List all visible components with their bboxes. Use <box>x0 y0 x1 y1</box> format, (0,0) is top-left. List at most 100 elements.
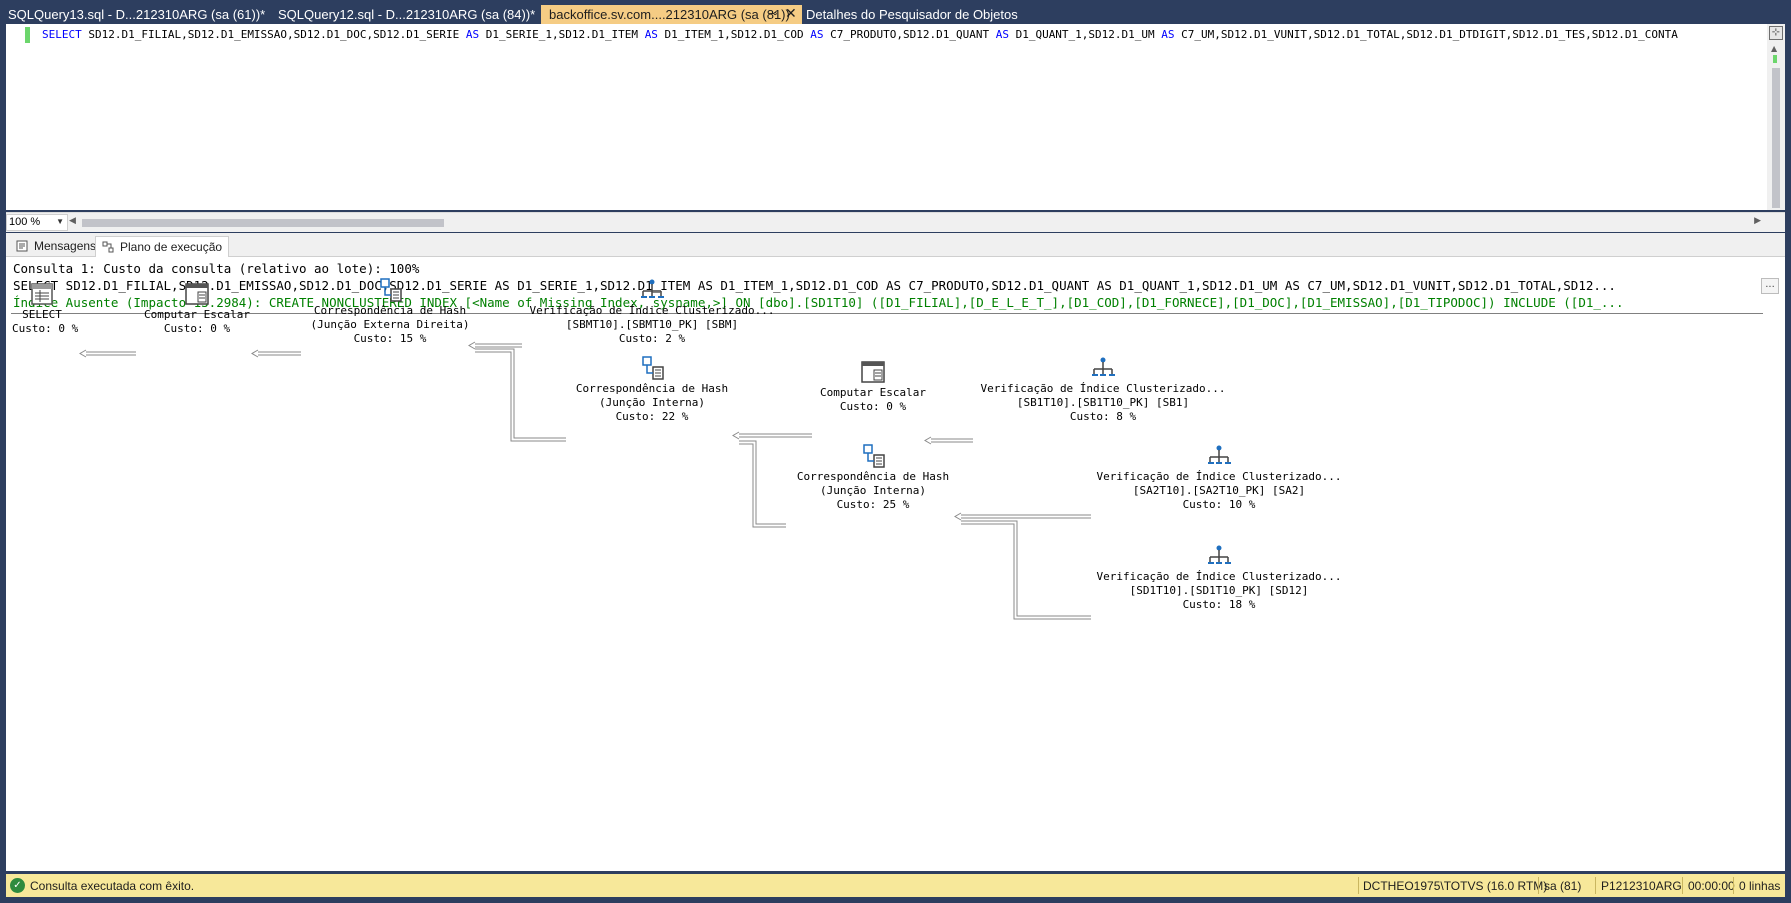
plan-node-index-scan-sd1[interactable]: Verificação de Índice Clusterizado... [S… <box>1089 543 1349 612</box>
chevron-down-icon: ▼ <box>56 217 64 226</box>
query-cost-header: Consulta 1: Custo da consulta (relativo … <box>13 261 420 276</box>
plan-node-compute-scalar-1[interactable]: Computar Escalar Custo: 0 % <box>136 281 258 336</box>
sql-text: D1_QUANT_1,SD12.D1_UM <box>1008 28 1162 41</box>
missing-index-hint[interactable]: Índice Ausente (Impacto 13.2984): CREATE… <box>13 295 1624 310</box>
plan-node-hash-match-inner-2[interactable]: Correspondência de Hash (Junção Interna)… <box>785 443 961 512</box>
clustered-index-scan-icon <box>1092 357 1115 376</box>
node-cost: Custo: 2 % <box>618 332 686 345</box>
node-cost: Custo: 22 % <box>615 410 689 423</box>
sql-keyword: SELECT <box>42 28 82 41</box>
compute-scalar-icon <box>861 361 885 383</box>
node-subtitle: [SD1T10].[SD1T10_PK] [SD12] <box>1129 584 1309 597</box>
query-editor[interactable]: SELECT SD12.D1_FILIAL,SD12.D1_EMISSAO,SD… <box>6 24 1785 210</box>
node-cost: Custo: 0 % <box>163 322 231 335</box>
compute-scalar-icon <box>185 283 209 305</box>
node-cost: Custo: 10 % <box>1182 498 1256 511</box>
status-separator <box>1358 877 1359 894</box>
plan-node-index-scan-sb1[interactable]: Verificação de Índice Clusterizado... [S… <box>973 355 1233 424</box>
tab-label: SQLQuery13.sql - D...212310ARG (sa (61))… <box>8 7 266 22</box>
node-cost: Custo: 8 % <box>1069 410 1137 423</box>
sql-text: SD12.D1_FILIAL,SD12.D1_EMISSAO,SD12.D1_D… <box>81 28 466 41</box>
node-subtitle: (Junção Externa Direita) <box>310 318 470 331</box>
scroll-up-icon[interactable]: ▲ <box>1771 44 1778 53</box>
tab-backoffice-active[interactable]: backoffice.sv.com....212310ARG (sa (81))… <box>541 5 802 24</box>
status-separator <box>1682 877 1683 894</box>
node-cost: Custo: 15 % <box>353 332 427 345</box>
status-elapsed: 00:00:00 <box>1688 879 1735 893</box>
sql-keyword: AS <box>644 28 658 41</box>
sql-text-line[interactable]: SELECT SD12.D1_FILIAL,SD12.D1_EMISSAO,SD… <box>42 28 1774 41</box>
node-title: Verificação de Índice Clusterizado... <box>980 382 1226 395</box>
node-cost: Custo: 0 % <box>12 322 79 335</box>
plan-arrows <box>79 341 1091 620</box>
status-rows: 0 linhas <box>1739 879 1781 893</box>
document-tab-strip: SQLQuery13.sql - D...212310ARG (sa (61))… <box>0 0 1791 24</box>
node-title: Computar Escalar <box>144 308 250 321</box>
hash-match-icon <box>863 444 885 468</box>
tab-label: backoffice.sv.com....212310ARG (sa (81)) <box>549 7 790 22</box>
pin-icon[interactable]: ⊸ <box>768 8 778 20</box>
change-indicator <box>1773 55 1777 63</box>
messages-icon <box>16 240 28 252</box>
expand-sql-button[interactable]: ... <box>1761 278 1779 294</box>
plan-node-select[interactable]: SELECT Custo: 0 % <box>12 281 79 336</box>
sql-text: D1_ITEM_1,SD12.D1_COD <box>657 28 811 41</box>
editor-horizontal-scroll-row: 100 % ▼ ◀ ▶ <box>6 212 1785 232</box>
node-title: Correspondência de Hash <box>796 470 950 483</box>
hash-match-icon <box>380 278 402 302</box>
node-cost: Custo: 0 % <box>839 400 907 413</box>
select-icon <box>31 283 53 305</box>
tab-messages[interactable]: Mensagens <box>10 236 102 257</box>
tab-label: Detalhes do Pesquisador de Objetos <box>806 7 1018 22</box>
scroll-thumb[interactable] <box>1772 68 1780 208</box>
tab-sqlquery13[interactable]: SQLQuery13.sql - D...212310ARG (sa (61))… <box>0 5 270 24</box>
editor-vertical-scrollbar[interactable]: ⊹ ▲ <box>1767 24 1785 210</box>
status-separator <box>1538 877 1539 894</box>
plan-node-hash-match-right-outer[interactable]: Correspondência de Hash (Junção Externa … <box>302 277 478 346</box>
node-subtitle: (Junção Interna) <box>820 484 926 497</box>
tab-sqlquery12[interactable]: SQLQuery12.sql - D...212310ARG (sa (84))… <box>270 5 541 24</box>
status-database: P1212310ARG <box>1601 879 1682 893</box>
sql-text: C7_UM,SD12.D1_VUNIT,SD12.D1_TOTAL,SD12.D… <box>1174 28 1678 41</box>
change-marker <box>25 27 30 43</box>
sql-keyword: AS <box>810 28 824 41</box>
query-sql-text: SELECT SD12.D1_FILIAL,SD12.D1_EMISSAO,SD… <box>13 278 1616 293</box>
split-icon[interactable]: ⊹ <box>1769 26 1783 40</box>
tab-execution-plan[interactable]: Plano de execução <box>95 236 230 257</box>
status-user: sa (81) <box>1544 879 1582 893</box>
plan-node-index-scan-sa2[interactable]: Verificação de Índice Clusterizado... [S… <box>1089 443 1349 512</box>
execution-plan-panel[interactable]: Consulta 1: Custo da consulta (relativo … <box>6 257 1785 871</box>
sql-keyword: AS <box>1161 28 1175 41</box>
clustered-index-scan-icon <box>1208 545 1231 564</box>
tab-object-explorer-details[interactable]: Detalhes do Pesquisador de Objetos <box>798 5 1038 24</box>
node-cost: Custo: 18 % <box>1182 598 1256 611</box>
status-separator <box>1595 877 1596 894</box>
close-icon[interactable]: ✕ <box>785 5 797 21</box>
success-check-icon: ✓ <box>10 878 25 893</box>
sql-text: D1_SERIE_1,SD12.D1_ITEM <box>479 28 645 41</box>
status-bar: ✓ Consulta executada com êxito. DCTHEO19… <box>6 874 1785 897</box>
plan-node-hash-match-inner-1[interactable]: Correspondência de Hash (Junção Interna)… <box>564 355 740 424</box>
node-title: Verificação de Índice Clusterizado... <box>1096 570 1342 583</box>
node-title: Computar Escalar <box>820 386 926 399</box>
execution-plan-icon <box>102 241 114 253</box>
plan-node-compute-scalar-2[interactable]: Computar Escalar Custo: 0 % <box>812 359 934 414</box>
node-title: Correspondência de Hash <box>313 304 467 317</box>
status-separator <box>1733 877 1734 894</box>
zoom-value: 100 % <box>9 216 41 228</box>
node-title: SELECT <box>22 308 62 321</box>
tab-messages-label: Mensagens <box>34 239 97 253</box>
scroll-right-icon[interactable]: ▶ <box>1754 216 1761 226</box>
node-subtitle: [SBMT10].[SBMT10_PK] [SBM] <box>565 318 739 331</box>
horizontal-scroll-thumb[interactable] <box>82 219 444 227</box>
clustered-index-scan-icon <box>1208 445 1231 464</box>
status-server: DCTHEO1975\TOTVS (16.0 RTM) <box>1363 879 1548 893</box>
scroll-left-icon[interactable]: ◀ <box>69 216 76 226</box>
zoom-select[interactable]: 100 % ▼ <box>6 214 68 231</box>
tab-label: SQLQuery12.sql - D...212310ARG (sa (84))… <box>278 7 536 22</box>
tab-plan-label: Plano de execução <box>120 240 223 254</box>
sql-keyword: AS <box>465 28 480 41</box>
clustered-index-scan-icon <box>641 279 664 298</box>
sql-keyword: AS <box>995 28 1009 41</box>
plan-node-index-scan-sbm[interactable]: Verificação de Índice Clusterizado... [S… <box>522 277 782 346</box>
